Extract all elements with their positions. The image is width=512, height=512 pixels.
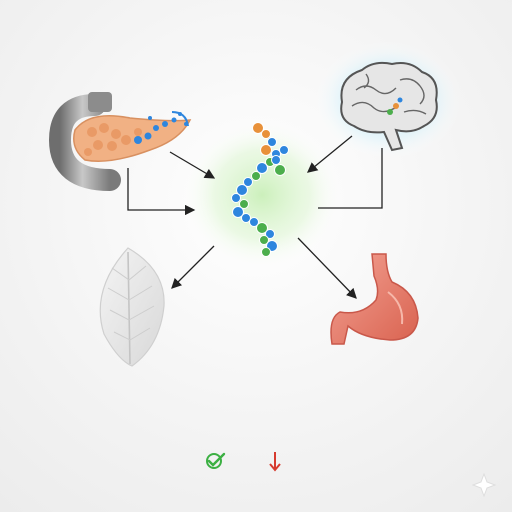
check-circle-icon	[206, 452, 226, 469]
arrow-peptide-to-leaf	[171, 245, 215, 289]
sparkle-icon	[471, 472, 497, 498]
peptide-bead	[256, 222, 268, 234]
arrow-brain-to-peptide	[306, 135, 353, 173]
peptide-bead	[267, 137, 277, 147]
arrow-down-icon	[269, 452, 281, 472]
pancreas-icon	[48, 92, 192, 191]
peptide-bead	[249, 217, 259, 227]
arrow-pancreas-to-peptide	[169, 151, 216, 179]
arrow-peptide-to-stomach	[297, 237, 357, 299]
peptide-bead	[260, 144, 272, 156]
peptide-bead	[243, 177, 253, 187]
peptide-bead	[231, 193, 241, 203]
peptide-bead	[279, 145, 289, 155]
brain-icon	[340, 61, 438, 152]
peptide-bead	[236, 184, 248, 196]
peptide-bead	[252, 122, 264, 134]
peptide-bead	[259, 235, 269, 245]
peptide-bead	[239, 199, 249, 209]
peptide-bead	[265, 229, 275, 239]
peptide-bead	[274, 164, 286, 176]
arrow-pancreas-elbow-to-peptide	[127, 168, 196, 216]
peptide-bead	[261, 247, 271, 257]
line-brain-elbow	[318, 148, 383, 209]
peptide-bead	[261, 129, 271, 139]
peptide-bead	[256, 162, 268, 174]
peptide-glow	[182, 120, 342, 270]
peptide-bead	[241, 213, 251, 223]
peptide-chain-icon	[231, 122, 289, 257]
leaf-icon	[99, 247, 165, 367]
peptide-bead	[271, 155, 281, 165]
status-icons	[0, 448, 512, 478]
peptide-bead	[251, 171, 261, 181]
stomach-icon	[330, 253, 419, 345]
peptide-bead	[232, 206, 244, 218]
connectors	[127, 135, 383, 299]
